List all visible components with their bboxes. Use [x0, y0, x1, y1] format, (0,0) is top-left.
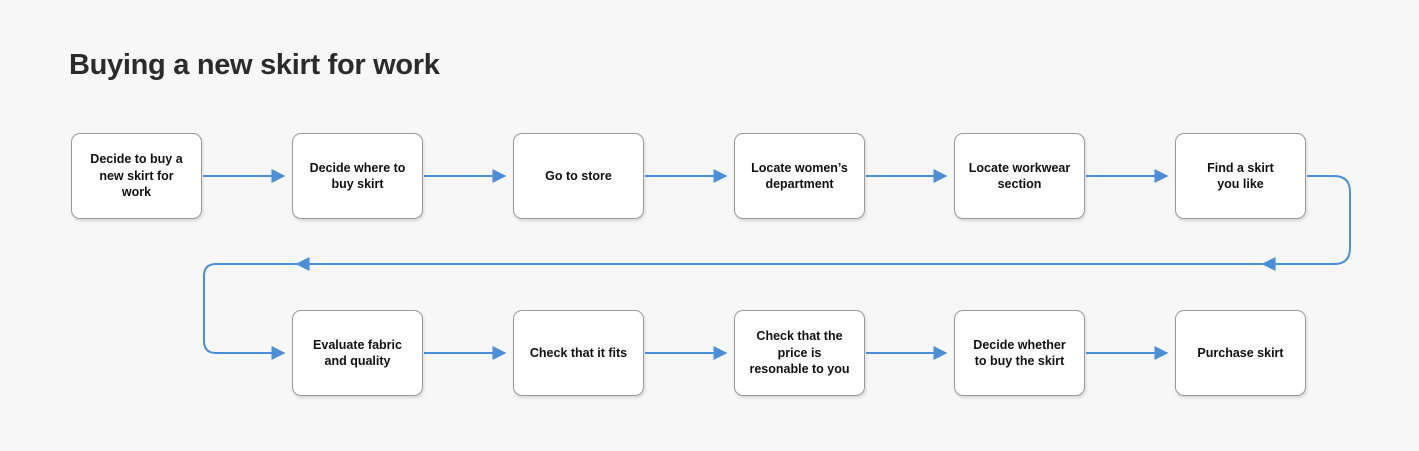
node-check-that-it-fits[interactable]: Check that it fits: [513, 310, 644, 396]
connector-step6-step7-loopback: [203, 175, 1351, 360]
node-label: Purchase skirt: [1197, 345, 1284, 360]
node-label: Evaluate fabric and quality: [313, 337, 402, 369]
node-label: Decide whether to buy the skirt: [973, 337, 1066, 369]
node-go-to-store[interactable]: Go to store: [513, 133, 644, 219]
node-purchase-skirt[interactable]: Purchase skirt: [1175, 310, 1306, 396]
node-decide-where-to-buy[interactable]: Decide where to buy skirt: [292, 133, 423, 219]
node-label: Locate workwear section: [968, 160, 1071, 192]
node-label: Go to store: [545, 168, 612, 183]
node-decide-to-buy[interactable]: Decide to buy a new skirt for work: [71, 133, 202, 219]
node-label: Check that the price is resonable to you: [749, 329, 850, 377]
node-decide-whether-to-buy[interactable]: Decide whether to buy the skirt: [954, 310, 1085, 396]
node-label: Check that it fits: [529, 345, 628, 360]
node-locate-workwear-section[interactable]: Locate workwear section: [954, 133, 1085, 219]
node-label: Find a skirt you like: [1207, 160, 1274, 192]
node-label: Locate women’s department: [751, 160, 848, 192]
node-evaluate-fabric[interactable]: Evaluate fabric and quality: [292, 310, 423, 396]
node-label: Decide to buy a new skirt for work: [90, 152, 183, 200]
node-label: Decide where to buy skirt: [309, 160, 406, 192]
page-title: Buying a new skirt for work: [69, 49, 440, 81]
node-locate-womens-department[interactable]: Locate women’s department: [734, 133, 865, 219]
node-find-a-skirt[interactable]: Find a skirt you like: [1175, 133, 1306, 219]
node-check-price[interactable]: Check that the price is resonable to you: [734, 310, 865, 396]
